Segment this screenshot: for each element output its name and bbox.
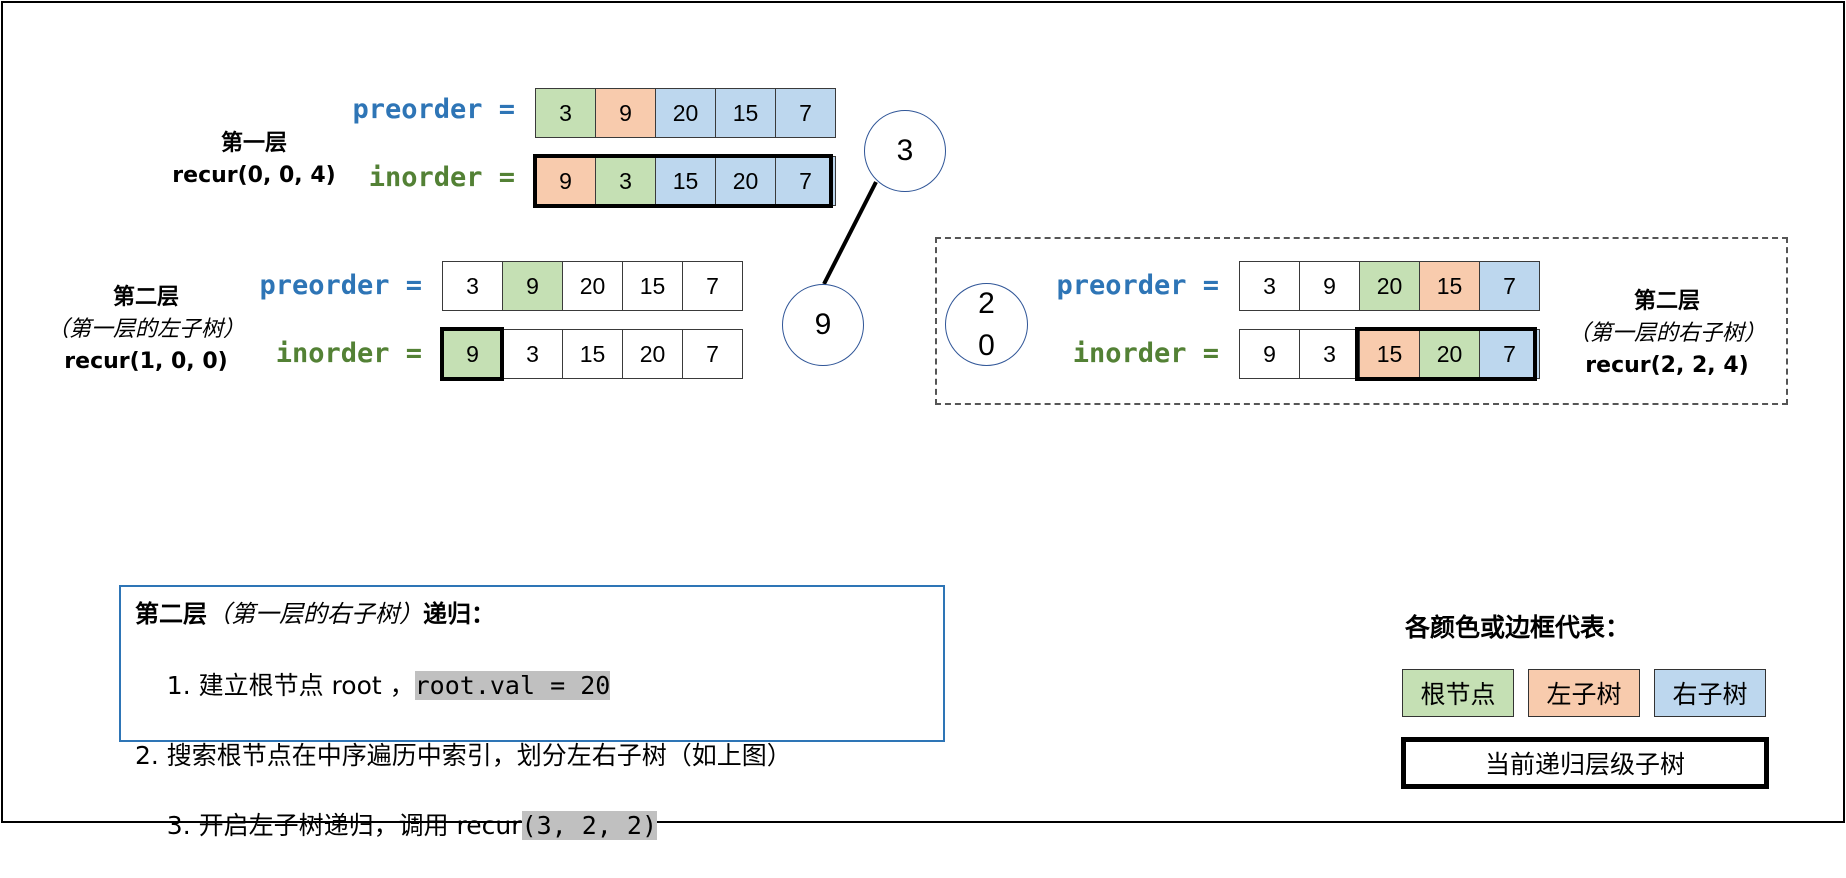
tree-node-right-value-line1: 2 [978,286,995,320]
level2-left-inorder-label: inorder = [275,338,422,369]
level1-inorder-label: inorder = [368,162,515,193]
legend-root-swatch: 根节点 [1402,669,1514,717]
tree-node-right: 2 0 [945,283,1028,366]
level1-preorder-cell-0: 3 [535,88,596,138]
step-3: 3. 开启左子树递归，调用 recur(3, 2, 2) [135,773,929,878]
level2-left-preorder-label: preorder = [259,270,422,301]
level2-left-call: recur(1, 0, 0) [64,349,228,374]
level2-right-preorder-cell-0: 3 [1239,261,1300,311]
level2-right-preorder-cell-2: 20 [1359,261,1420,311]
level2-left-inorder-cell-3: 20 [622,329,683,379]
steps-heading-tail: 递归： [423,600,495,628]
level2-left-subtitle: （第一层的左子树） [46,317,245,342]
tree-node-left: 9 [782,284,864,366]
edge-3-9 [822,181,878,285]
tree-node-left-value: 9 [814,308,832,341]
level2-left-inorder-cell-0: 9 [442,329,503,379]
level2-right-preorder-cell-4: 7 [1479,261,1540,311]
step-2: 2. 搜索根节点在中序遍历中索引，划分左右子树（如上图） [135,741,792,770]
steps-heading-italic: （第一层的右子树） [207,600,423,628]
level2-left-preorder-cell-3: 15 [622,261,683,311]
level2-right-call: recur(2, 2, 4) [1585,353,1749,378]
level2-right-title: 第二层 [1633,289,1700,314]
level2-right-inorder-cell-1: 3 [1299,329,1360,379]
level2-right-preorder-cell-1: 9 [1299,261,1360,311]
level2-left-preorder-cell-1: 9 [502,261,563,311]
legend-right-swatch: 右子树 [1654,669,1766,717]
level1-call: recur(0, 0, 4) [172,163,336,188]
level2-right-dashed-box [935,237,1788,405]
level2-left-preorder-cell-0: 3 [442,261,503,311]
step-1-code: root.val = 20 [414,671,611,700]
legend-left-swatch: 左子树 [1528,669,1640,717]
tree-edges [822,181,878,285]
tree-node-right-value-line2: 0 [978,328,995,362]
level2-right-inorder-cell-0: 9 [1239,329,1300,379]
level1-label: 第一层 recur(0, 0, 4) [164,128,344,192]
tree-node-root: 3 [864,110,946,192]
step-1-text: 1. 建立根节点 root ， [166,671,415,700]
level2-left-preorder-cell-4: 7 [682,261,743,311]
level1-preorder-cell-2: 20 [655,88,716,138]
level1-preorder-cell-3: 15 [715,88,776,138]
level1-title: 第一层 [220,131,287,156]
level2-left-inorder-cell-1: 3 [502,329,563,379]
level2-right-inorder-cell-4: 7 [1479,329,1540,379]
level2-right-inorder-label: inorder = [1072,338,1219,369]
level2-left-inorder-cell-4: 7 [682,329,743,379]
legend-current-subtree: 当前递归层级子树 [1401,737,1769,789]
level1-inorder-cell-1: 3 [595,156,656,206]
level2-right-subtitle: （第一层的右子树） [1567,321,1766,346]
level2-left-label: 第二层 （第一层的左子树） recur(1, 0, 0) [36,282,256,378]
level1-preorder-cell-4: 7 [775,88,836,138]
level2-left-preorder-cell-2: 20 [562,261,623,311]
step-3-text: 3. 开启左子树递归，调用 recur [166,811,522,840]
step-3-code: (3, 2, 2) [521,811,657,840]
level2-left-title: 第二层 [112,285,179,310]
level1-preorder-label: preorder = [352,94,515,125]
diagram-frame [1,1,1845,823]
tree-node-root-value: 3 [896,134,914,167]
level2-right-preorder-label: preorder = [1056,270,1219,301]
steps-heading-bold: 第二层 [135,600,207,628]
step-1: 1. 建立根节点 root ，root.val = 20 [135,633,929,738]
level2-right-inorder-cell-3: 20 [1419,329,1480,379]
level2-left-inorder-cell-2: 15 [562,329,623,379]
level2-right-preorder-cell-3: 15 [1419,261,1480,311]
level2-right-inorder-cell-2: 15 [1359,329,1420,379]
steps-box: 第二层（第一层的右子树）递归： 1. 建立根节点 root ，root.val … [119,585,945,840]
legend-title: 各颜色或边框代表： [1405,613,1631,642]
steps-heading: 第二层（第一层的右子树）递归： [135,595,929,633]
level2-right-label: 第二层 （第一层的右子树） recur(2, 2, 4) [1557,286,1777,382]
